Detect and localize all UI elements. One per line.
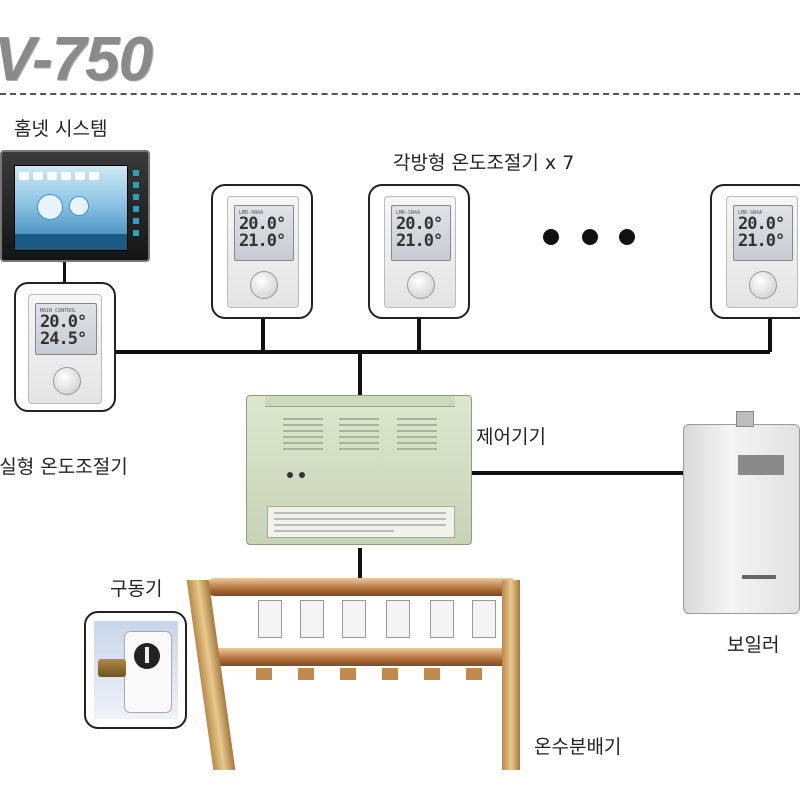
manifold-label: 온수분배기	[534, 736, 622, 758]
wire-tstat3-down	[768, 318, 772, 352]
room-thermostat-3: LMR-SN4A 20.0° 21.0°	[726, 196, 798, 308]
room-thermostat-card-3: LMR-SN4A 20.0° 21.0°	[710, 184, 800, 319]
boiler-unit	[683, 411, 800, 614]
room-thermostat-2: LMR-SN4A 20.0° 21.0°	[384, 196, 456, 308]
actuator-image	[94, 621, 178, 719]
room-thermostat-1-display: LMR-SN4A 20.0° 21.0°	[234, 205, 294, 261]
ellipsis-dot-1	[543, 229, 559, 245]
room-thermostat-2-temp1: 20.0°	[396, 214, 443, 234]
wire-controller-to-manifold	[358, 548, 362, 582]
controller-unit	[246, 395, 472, 545]
room-thermostat-1-temp2: 21.0°	[239, 231, 286, 251]
actuator-label: 구동기	[110, 578, 163, 600]
room-thermostat-1: LMR-SN4A 20.0° 21.0°	[227, 196, 299, 308]
room-thermostat-1-dial	[250, 271, 278, 299]
bus-wire-horizontal	[113, 350, 770, 354]
wire-controller-to-boiler	[470, 471, 684, 475]
manifold-unit	[186, 570, 520, 780]
wallpad-screen	[14, 165, 128, 251]
ellipsis-dot-3	[619, 229, 635, 245]
main-thermostat-temp1: 20.0°	[40, 312, 87, 332]
main-thermostat: MAIN CONTROL 20.0° 24.5°	[28, 294, 102, 404]
room-thermostat-2-display: LMR-SN4A 20.0° 21.0°	[391, 205, 451, 261]
product-title: V-750	[0, 25, 153, 94]
room-thermostats-label: 각방형 온도조절기 x 7	[393, 152, 575, 174]
wire-tstat2-down	[417, 318, 421, 352]
wire-tstat1-down	[261, 318, 265, 352]
main-thermostat-dial	[53, 367, 81, 395]
main-thermostat-temp2: 24.5°	[40, 329, 87, 349]
homenet-wallpad	[0, 150, 150, 262]
room-thermostat-1-temp1: 20.0°	[239, 214, 286, 234]
room-thermostat-card-2: LMR-SN4A 20.0° 21.0°	[368, 184, 470, 319]
controller-label: 제어기기	[476, 426, 546, 448]
room-thermostat-2-dial	[407, 271, 435, 299]
actuator-card	[84, 611, 187, 729]
room-thermostat-card-1: LMR-SN4A 20.0° 21.0°	[211, 184, 313, 319]
room-thermostat-3-display: LMR-SN4A 20.0° 21.0°	[733, 205, 793, 261]
ellipsis-dot-2	[582, 229, 598, 245]
room-thermostat-3-temp2: 21.0°	[738, 231, 785, 251]
header-divider	[0, 93, 800, 95]
room-thermostat-2-temp2: 21.0°	[396, 231, 443, 251]
wire-bus-to-controller	[358, 352, 362, 398]
room-thermostat-3-temp1: 20.0°	[738, 214, 785, 234]
wire-homenet-down	[63, 262, 66, 284]
boiler-label: 보일러	[727, 634, 780, 656]
main-thermostat-display: MAIN CONTROL 20.0° 24.5°	[35, 303, 97, 355]
main-thermostat-card: MAIN CONTROL 20.0° 24.5°	[14, 282, 116, 412]
room-thermostat-3-dial	[749, 271, 777, 299]
main-thermostat-label: l실형 온도조절기	[0, 456, 128, 478]
homenet-label: 홈넷 시스템	[14, 118, 108, 140]
